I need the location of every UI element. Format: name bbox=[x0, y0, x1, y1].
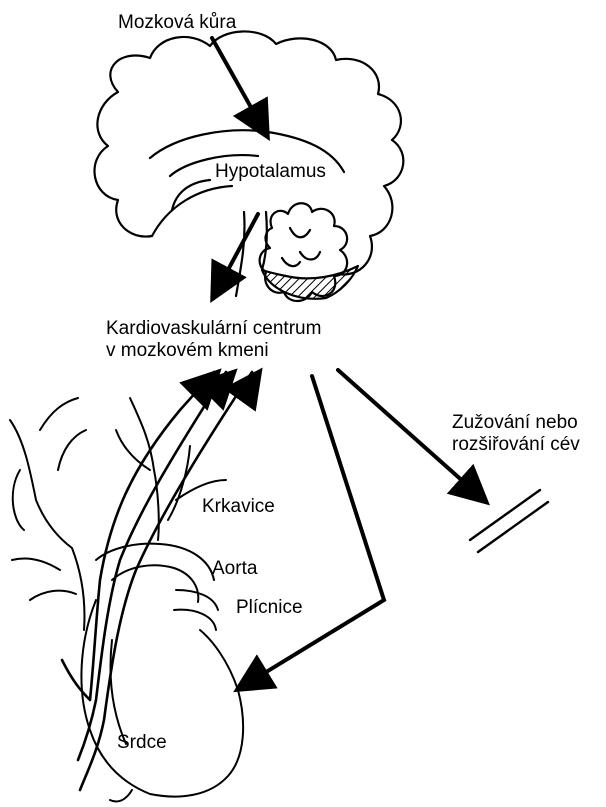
label-pulmonary: Plícnice bbox=[236, 596, 303, 619]
cerebellum-folia bbox=[282, 228, 320, 266]
label-carotid: Krkavice bbox=[202, 495, 275, 518]
label-hypothalamus: Hypotalamus bbox=[215, 160, 326, 183]
label-vessels-line1: Zužování nebo bbox=[452, 411, 578, 434]
label-cortex: Mozková kůra bbox=[118, 11, 236, 34]
label-aorta: Aorta bbox=[212, 557, 257, 580]
cerebrum-inner-fold bbox=[152, 186, 232, 236]
label-vessels-line2: rozšiřování cév bbox=[452, 433, 580, 456]
left-vessel-tree bbox=[10, 398, 86, 630]
label-center-line2: v mozkovém kmeni bbox=[106, 339, 269, 362]
arrow-cortex-to-hypothalamus bbox=[212, 38, 266, 134]
nerve-fiber-3 bbox=[80, 372, 252, 790]
label-center-line1: Kardiovaskulární centrum bbox=[106, 317, 321, 340]
pulmonary-trunk bbox=[174, 590, 218, 630]
cerebrum-outline bbox=[95, 31, 404, 274]
nerve-fiber-1 bbox=[62, 372, 214, 700]
arrows bbox=[204, 38, 484, 688]
arrow-center-to-heart bbox=[240, 376, 384, 688]
arrow-hypothalamus-to-center bbox=[214, 214, 258, 296]
label-heart: Srdce bbox=[117, 731, 167, 754]
